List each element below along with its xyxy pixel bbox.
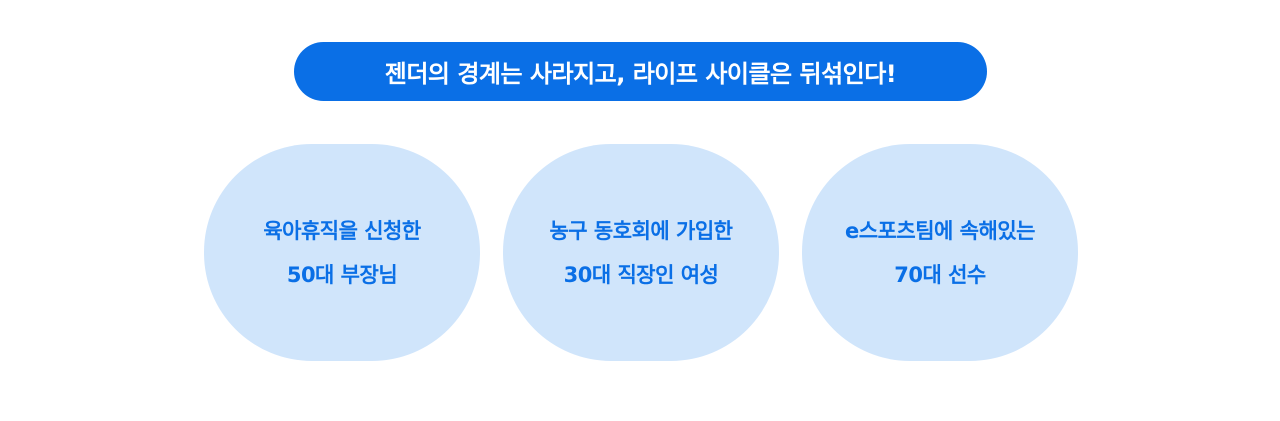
headline-text: 젠더의 경계는 사라지고, 라이프 사이클은 뒤섞인다!	[384, 60, 897, 88]
example-card-2-line-1: 농구 동호회에 가입한	[549, 218, 733, 243]
example-card-2: 농구 동호회에 가입한 30대 직장인 여성	[503, 144, 779, 361]
example-card-3-line-2: 70대 선수	[894, 262, 986, 287]
headline-banner: 젠더의 경계는 사라지고, 라이프 사이클은 뒤섞인다!	[294, 42, 987, 101]
example-card-1-line-2: 50대 부장님	[286, 262, 398, 287]
example-card-3-line-1: e스포츠팀에 속해있는	[845, 218, 1035, 243]
example-card-1-line-1: 육아휴직을 신청한	[263, 218, 421, 243]
example-card-3: e스포츠팀에 속해있는 70대 선수	[802, 144, 1078, 361]
example-card-2-line-2: 30대 직장인 여성	[563, 262, 719, 287]
example-card-1: 육아휴직을 신청한 50대 부장님	[204, 144, 480, 361]
example-cards: 육아휴직을 신청한 50대 부장님 농구 동호회에 가입한 30대 직장인 여성…	[0, 144, 1280, 361]
